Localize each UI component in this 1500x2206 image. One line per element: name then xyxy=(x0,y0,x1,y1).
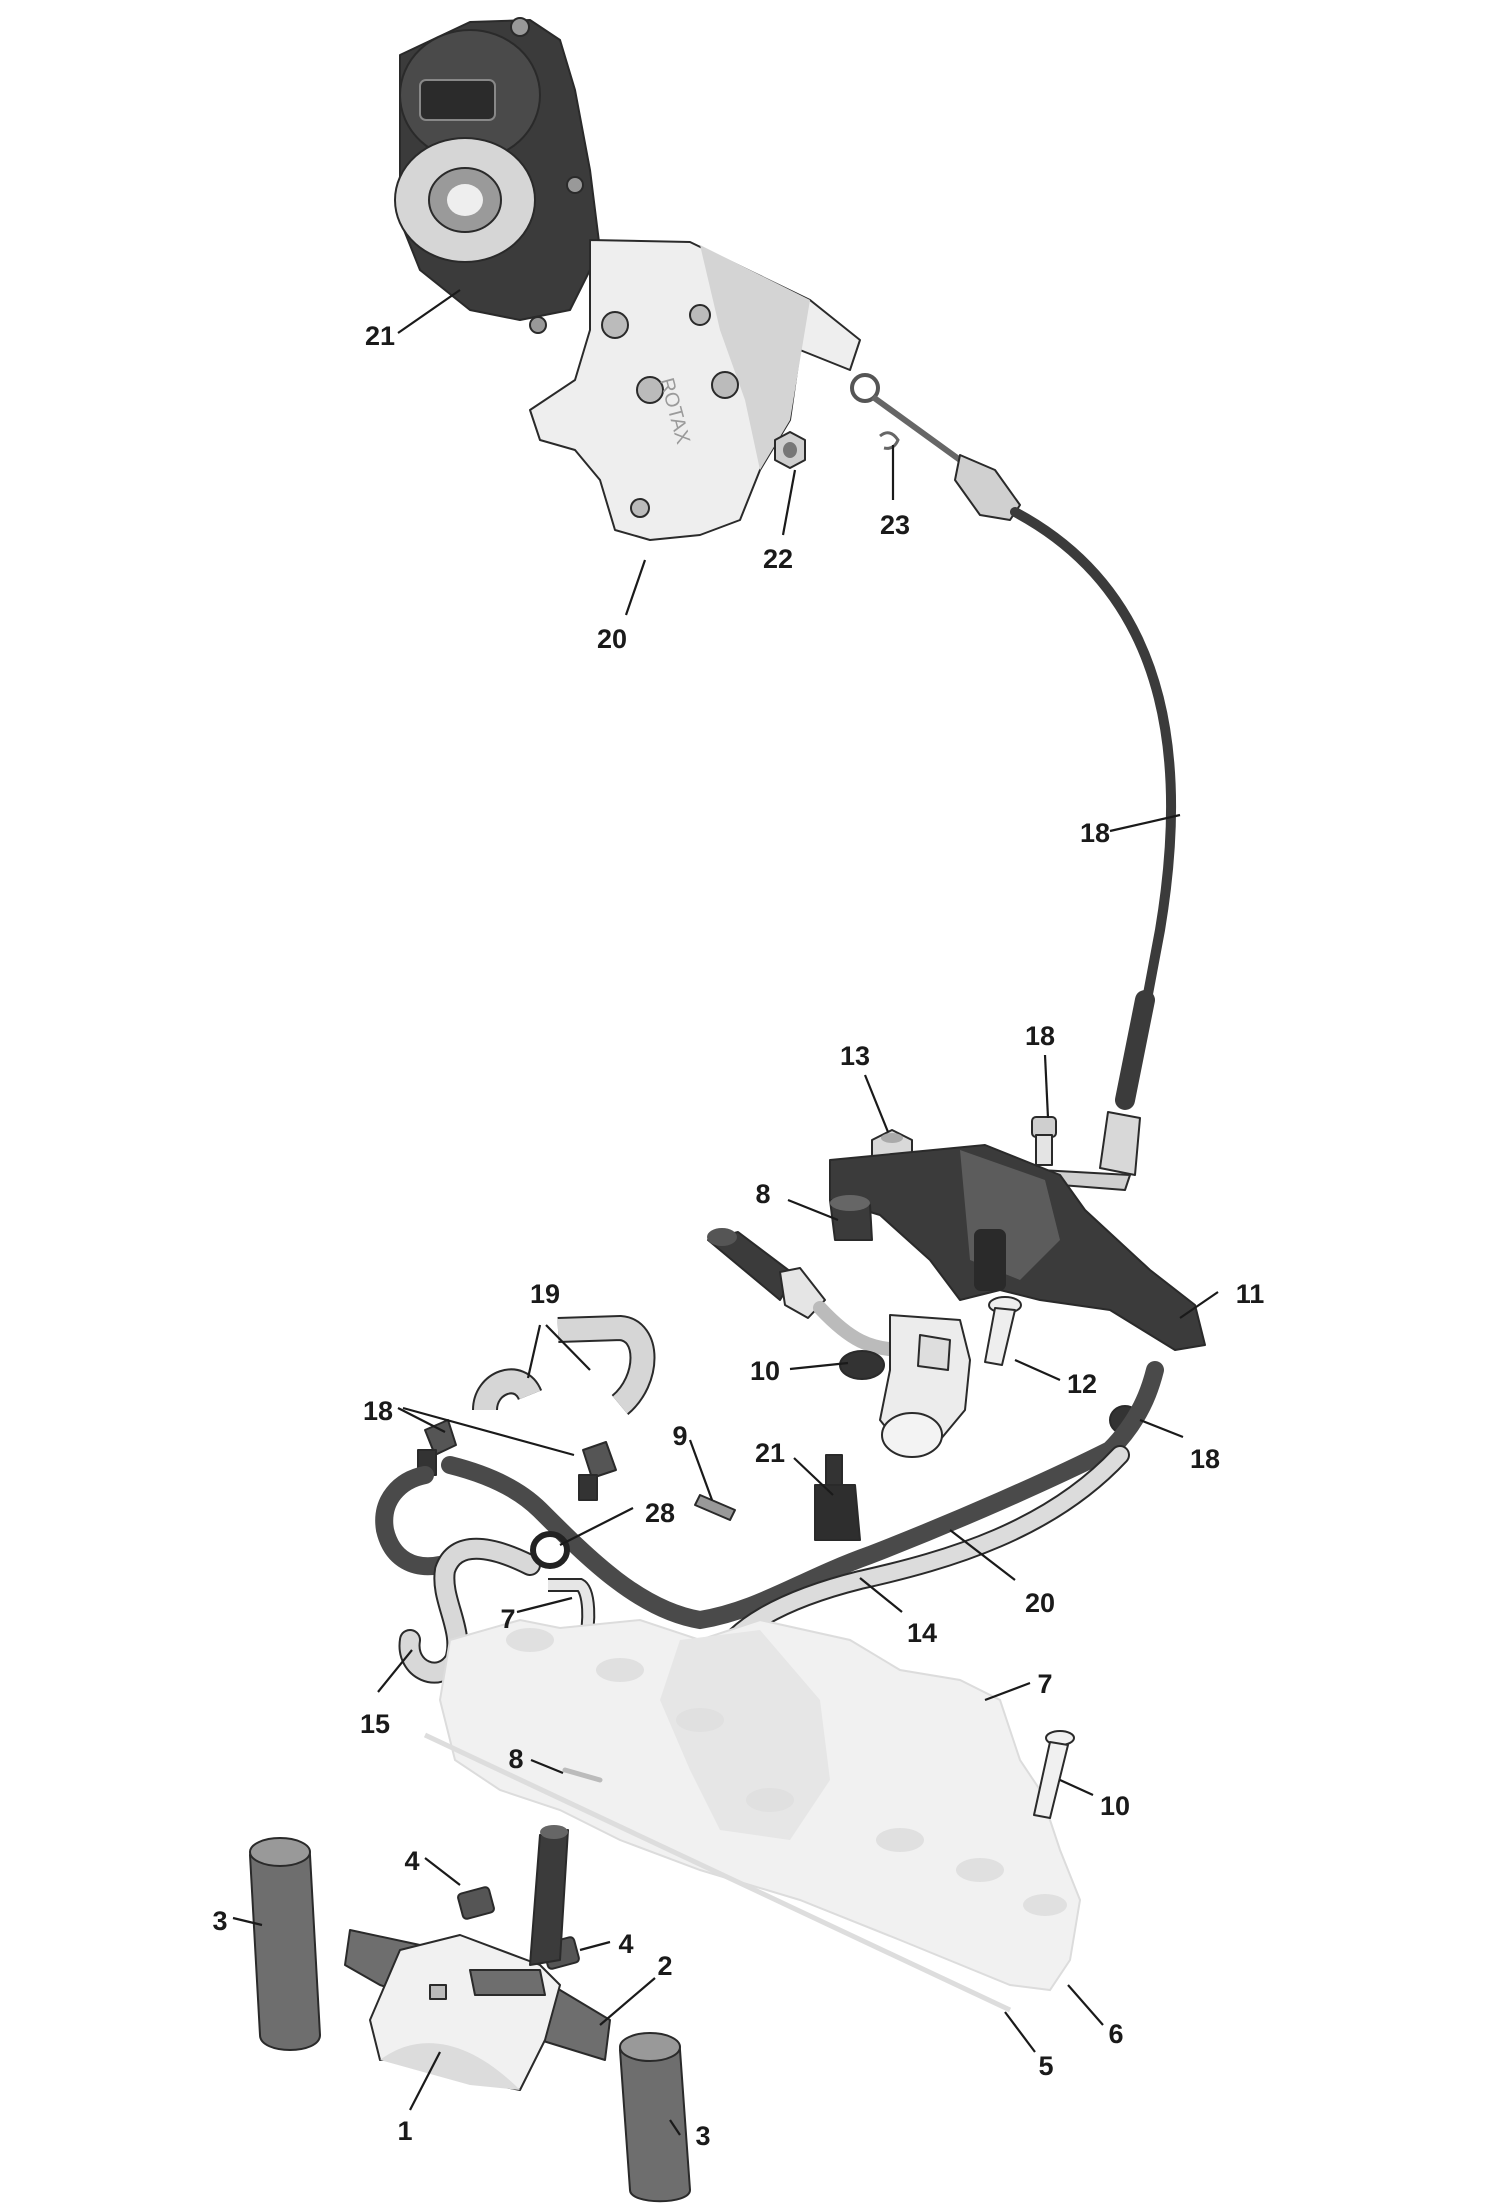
callout-9: 9 xyxy=(672,1421,687,1451)
callout-10: 10 xyxy=(1100,1791,1130,1821)
manifold-gasket-part xyxy=(423,1732,1012,2013)
rubber-plug-part xyxy=(829,1195,873,1241)
vacuum-connector-part xyxy=(814,1454,861,1541)
manifold-bolt-part xyxy=(1033,1730,1075,1819)
callout-13: 11 xyxy=(1236,1279,1265,1309)
callout-14: 12 xyxy=(1067,1369,1097,1399)
callout-15: 13 xyxy=(840,1041,870,1071)
callout-8: 8 xyxy=(508,1744,523,1774)
callout-28: 28 xyxy=(645,1498,675,1528)
dark-vacuum-hose-part xyxy=(375,1361,1164,1630)
callout-24: 20 xyxy=(597,624,627,654)
intake-manifold-part xyxy=(438,1618,1082,1992)
callout-21: 21 xyxy=(755,1438,785,1468)
callout-19: 19 xyxy=(530,1279,560,1309)
cable-housing-part xyxy=(829,1144,1206,1351)
callout-3-left: 3 xyxy=(212,1906,227,1936)
callout-20: 20 xyxy=(1025,1588,1055,1618)
callout-3-right: 3 xyxy=(695,2121,710,2151)
callout-4-left: 4 xyxy=(404,1846,419,1876)
hose-elbows-part xyxy=(472,1314,656,1415)
mounting-bracket-part: ROTAX xyxy=(529,239,861,541)
throttle-cable-part xyxy=(850,373,1177,1176)
callout-7-right: 7 xyxy=(1037,1669,1052,1699)
leader-lines xyxy=(232,289,1219,2136)
retaining-clip-part xyxy=(879,431,900,450)
slide-carrier-part xyxy=(369,1825,569,2091)
callout-7-left: 7 xyxy=(500,1604,515,1634)
callout-16: 14 xyxy=(907,1618,937,1648)
callout-5: 5 xyxy=(1038,2051,1053,2081)
hose-clamp-part xyxy=(530,1531,570,1569)
callout-2: 2 xyxy=(657,1951,672,1981)
locating-pin-part xyxy=(562,1767,603,1783)
callout-26: 22 xyxy=(763,544,793,574)
callout-22: 18 xyxy=(1080,818,1110,848)
callout-12: 10 xyxy=(750,1356,780,1386)
rail-rollers-part xyxy=(249,1837,691,2203)
position-sensor-part xyxy=(707,1228,971,1458)
callout-1: 1 xyxy=(397,2116,412,2146)
callout-6: 6 xyxy=(1108,2019,1123,2049)
small-gasket-part xyxy=(694,1494,736,1521)
callout-17: 15 xyxy=(360,1709,390,1739)
actuator-motor-part xyxy=(394,17,601,334)
callout-25: 21 xyxy=(365,321,395,351)
callout-11: 8 xyxy=(755,1179,770,1209)
callout-18-left: 18 xyxy=(363,1396,393,1426)
callout-labels: 21 20 22 23 18 18 13 8 11 12 10 19 18 18… xyxy=(212,321,1264,2151)
callout-18-right: 18 xyxy=(1190,1444,1220,1474)
nut-part xyxy=(774,431,806,469)
housing-bolt-part xyxy=(984,1296,1022,1366)
callout-4-right: 4 xyxy=(618,1929,633,1959)
small-vacuum-hose-part xyxy=(398,1537,541,1684)
callout-23: 18 xyxy=(1025,1021,1055,1051)
callout-27: 23 xyxy=(880,510,910,540)
